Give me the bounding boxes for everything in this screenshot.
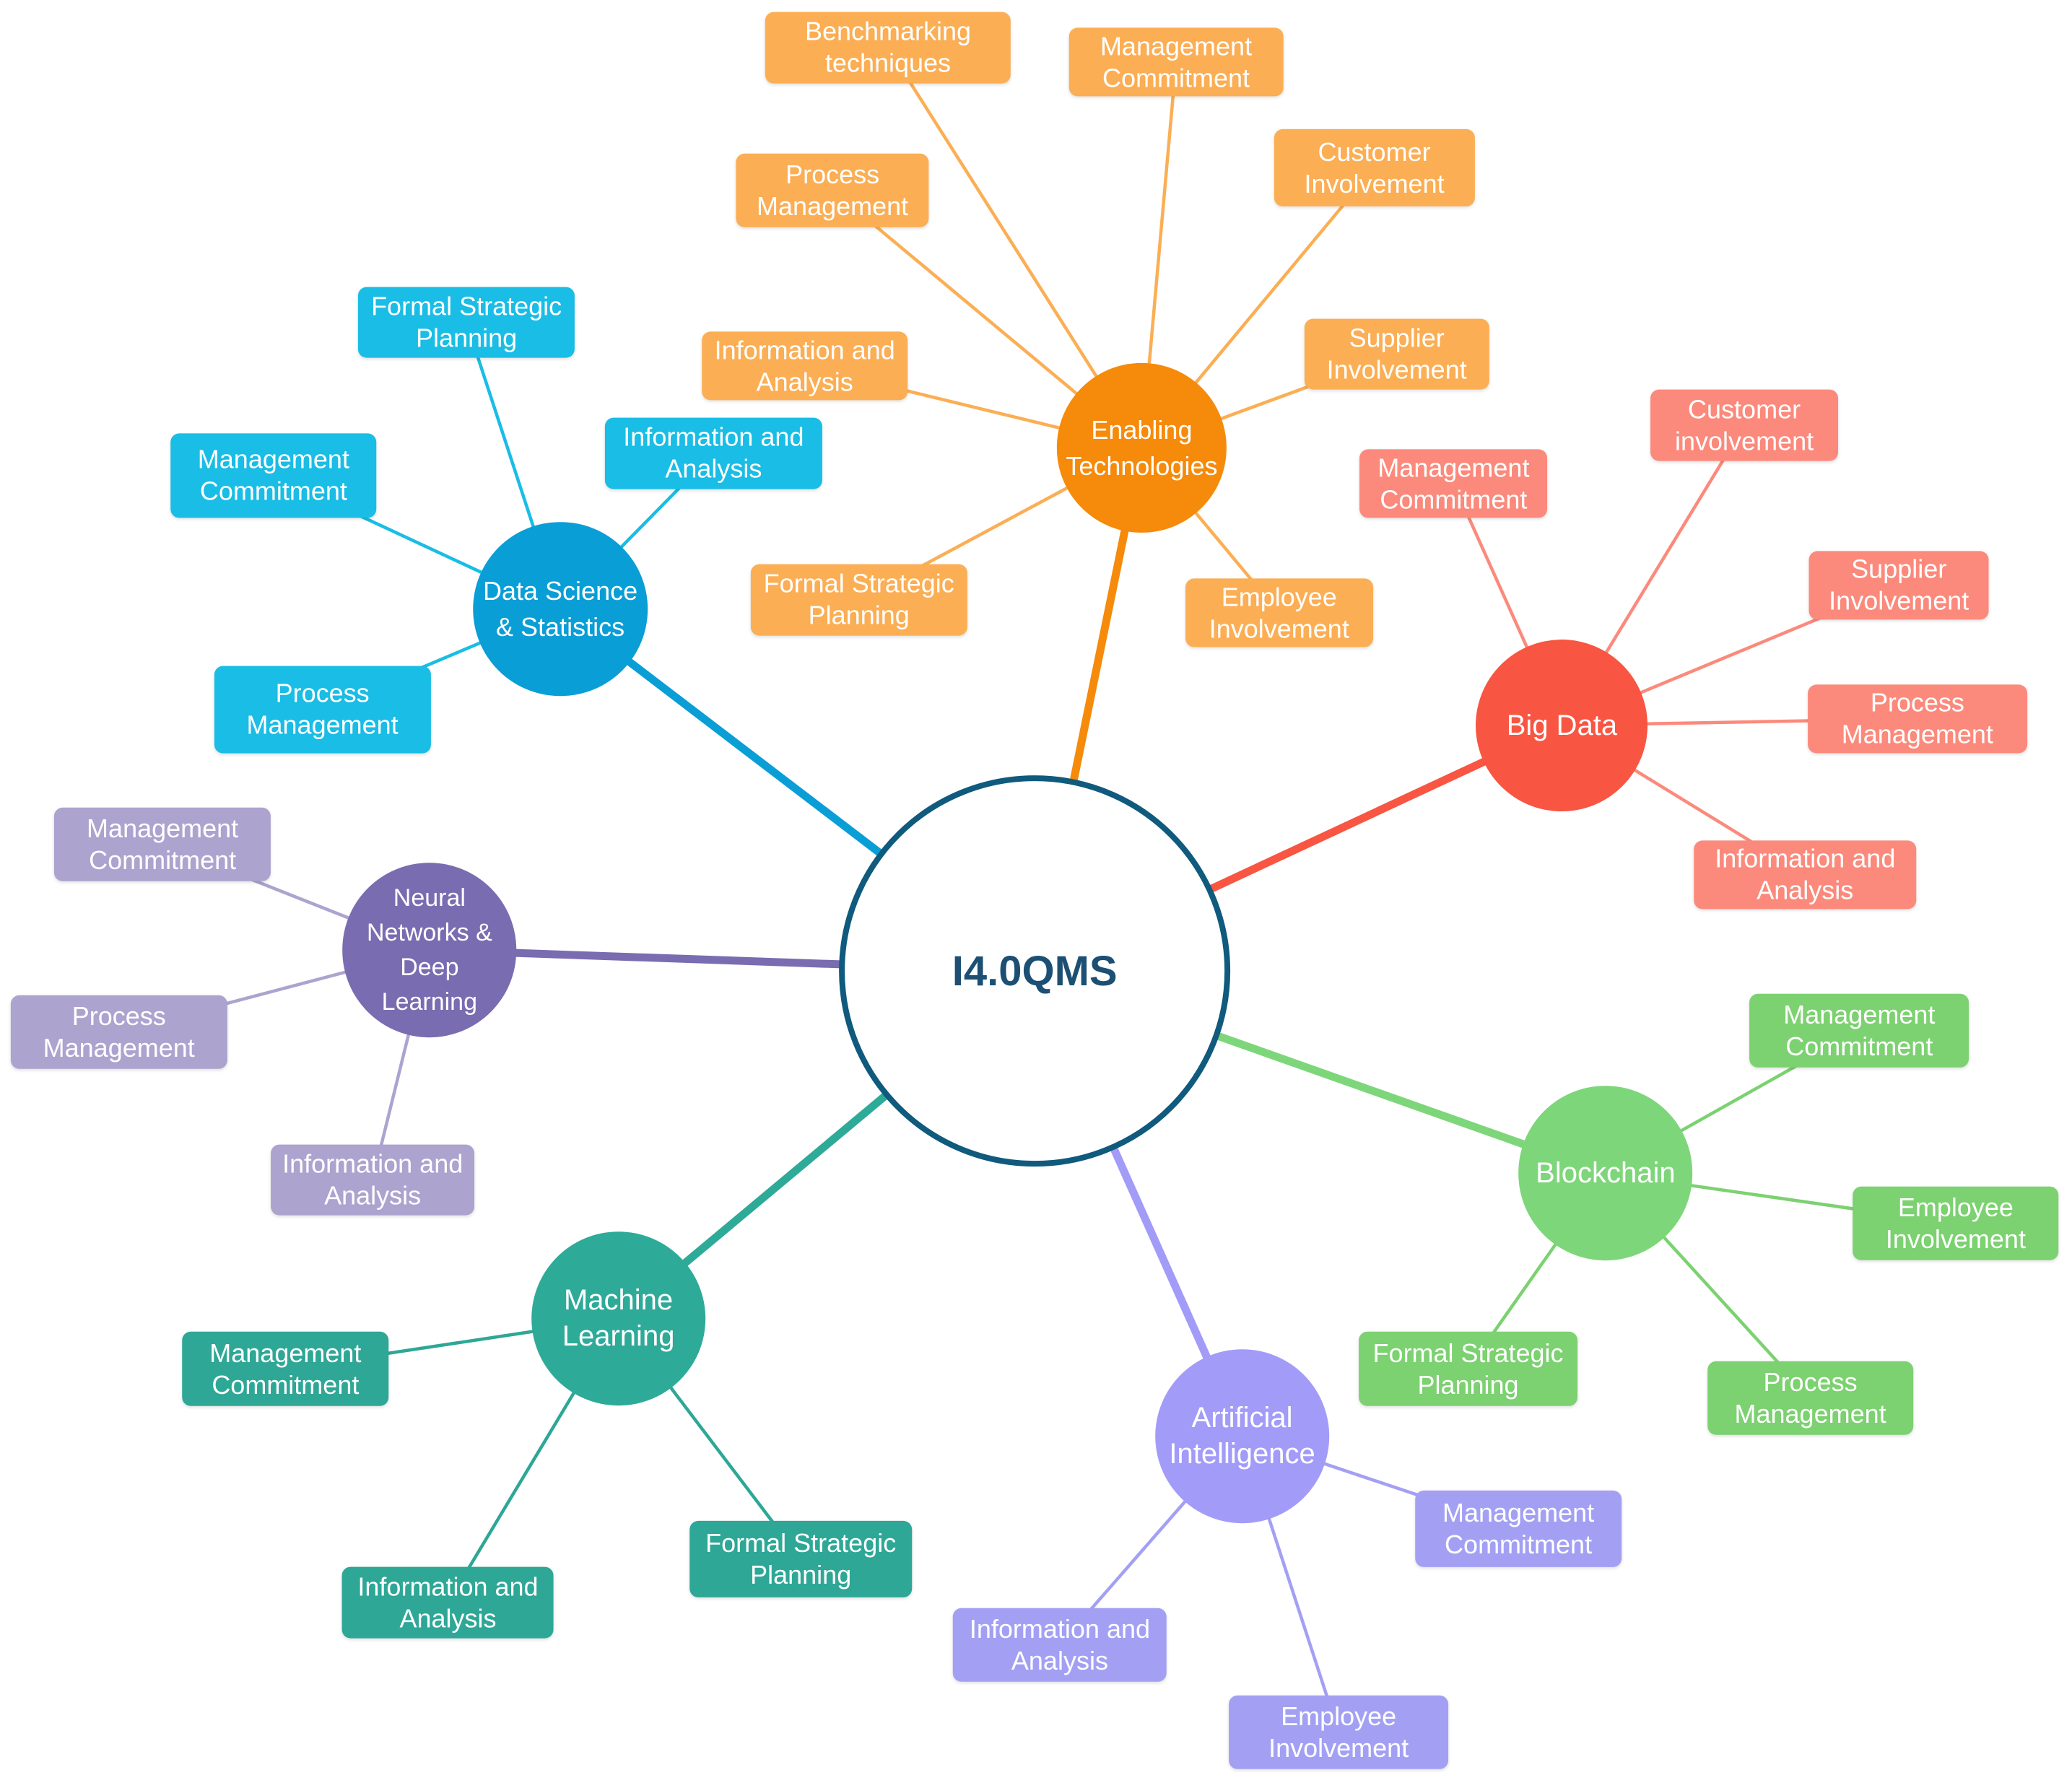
leaf-node-nn-0: Management Commitment	[54, 807, 271, 881]
leaf-node-blockchain-0: Management Commitment	[1749, 993, 1969, 1068]
leaf-node-enabling-7: Process Management	[736, 153, 929, 227]
leaf-node-bigdata-0: Management Commitment	[1359, 449, 1548, 518]
leaf-node-nn-1: Process Management	[10, 995, 227, 1069]
leaf-node-enabling-0: Benchmarking techniques	[765, 12, 1011, 84]
hub-node-bigdata: Big Data	[1476, 639, 1648, 811]
hub-node-blockchain: Blockchain	[1518, 1086, 1693, 1261]
leaf-node-ai-0: Management Commitment	[1415, 1490, 1622, 1567]
leaf-node-ds-1: Information and Analysis	[605, 417, 822, 489]
leaf-node-nn-2: Information and Analysis	[271, 1144, 475, 1216]
leaf-node-bigdata-3: Process Management	[1807, 684, 2027, 754]
leaf-node-enabling-6: Information and Analysis	[701, 331, 908, 401]
hub-node-ai: Artificial Intelligence	[1154, 1348, 1330, 1524]
hub-node-nn: Neural Networks & Deep Learning	[342, 863, 517, 1037]
leaf-node-blockchain-3: Formal Strategic Planning	[1358, 1332, 1578, 1406]
leaf-node-enabling-2: Customer Involvement	[1274, 129, 1475, 206]
leaf-node-enabling-4: Employee Involvement	[1185, 578, 1373, 647]
leaf-node-enabling-3: Supplier Involvement	[1304, 318, 1489, 390]
leaf-node-ml-0: Management Commitment	[182, 1332, 389, 1406]
hub-node-enabling: Enabling Technologies	[1057, 363, 1227, 533]
leaf-node-bigdata-4: Information and Analysis	[1694, 840, 1917, 910]
leaf-node-ds-3: Process Management	[214, 666, 431, 754]
leaf-node-bigdata-2: Supplier Involvement	[1808, 551, 1989, 620]
leaf-node-enabling-1: Management Commitment	[1068, 27, 1284, 97]
center-node-i40qms: I4.0QMS	[839, 775, 1231, 1167]
leaf-node-enabling-5: Formal Strategic Planning	[750, 564, 967, 636]
leaf-node-ds-0: Formal Strategic Planning	[358, 287, 575, 359]
hub-node-ml: Machine Learning	[531, 1231, 706, 1406]
leaf-node-ai-1: Employee Involvement	[1229, 1695, 1449, 1769]
leaf-node-ml-2: Formal Strategic Planning	[689, 1520, 912, 1597]
hub-node-ds: Data Science & Statistics	[473, 521, 648, 697]
leaf-node-ml-1: Information and Analysis	[342, 1566, 554, 1639]
leaf-node-blockchain-2: Process Management	[1707, 1361, 1914, 1435]
leaf-node-ds-2: Management Commitment	[170, 433, 377, 518]
leaf-node-bigdata-1: Customer involvement	[1650, 389, 1839, 461]
leaf-node-ai-2: Information and Analysis	[952, 1608, 1167, 1683]
leaf-node-blockchain-1: Employee Involvement	[1853, 1186, 2059, 1261]
